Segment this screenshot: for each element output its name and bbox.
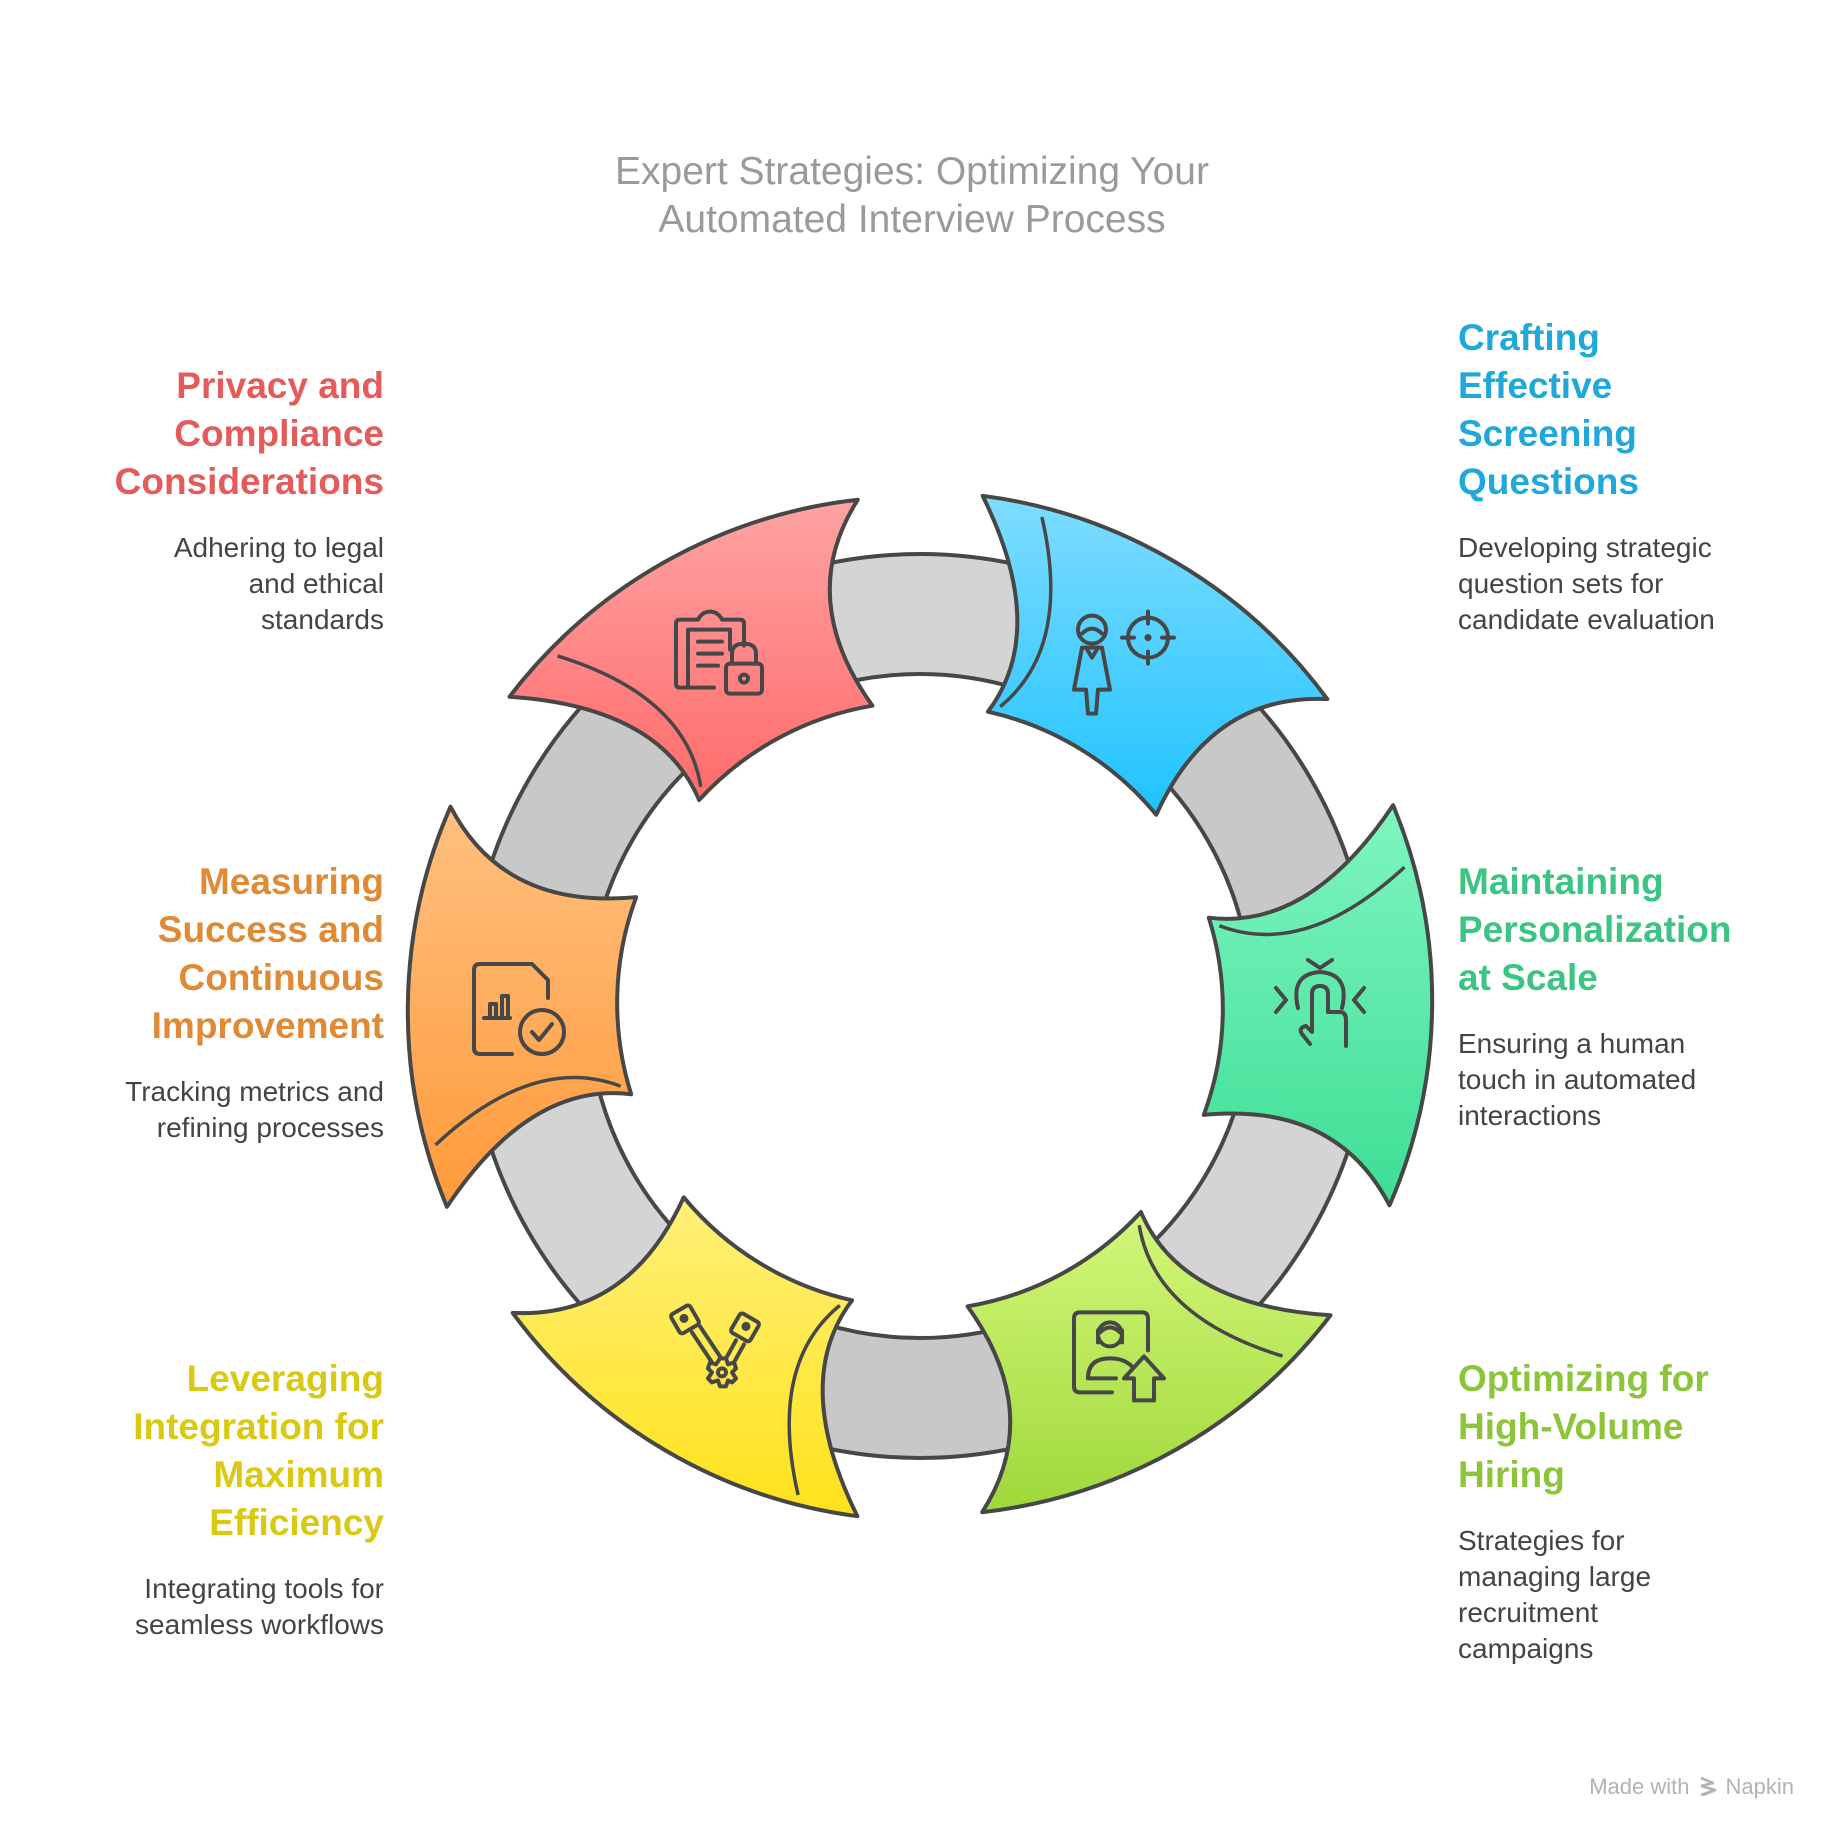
segment-measuring <box>405 804 639 1209</box>
heading-line: Continuous <box>178 957 384 998</box>
segment-fold-line <box>434 1075 622 1147</box>
description-line: Tracking metrics and <box>125 1076 384 1107</box>
segment-personalization <box>1201 803 1435 1208</box>
heading-line: Maximum <box>213 1454 384 1495</box>
heading-line: Success and <box>157 909 384 950</box>
title-line-1: Expert Strategies: Optimizing Your <box>615 150 1209 193</box>
description-line: standards <box>261 604 384 635</box>
segment-integration <box>510 1195 860 1519</box>
heading-line: Considerations <box>114 461 384 502</box>
footer-brand: Napkin <box>1725 1774 1794 1799</box>
description-line: Adhering to legal <box>173 532 384 563</box>
heading-line: at Scale <box>1458 957 1598 998</box>
description-line: interactions <box>1458 1100 1602 1131</box>
segment-fold-line <box>787 1304 841 1496</box>
description-line: and ethical <box>248 568 384 599</box>
heading-line: Compliance <box>174 413 384 454</box>
tap-gesture-icon <box>1274 958 1366 1048</box>
description-personalization: Ensuring a human touch in automated intera… <box>1458 1026 1798 1134</box>
description-high-volume: Strategies for managing large recruitment c… <box>1458 1523 1798 1667</box>
heading-line: Improvement <box>151 1005 384 1046</box>
heading-line: Maintaining <box>1458 861 1664 902</box>
heading-line: Integration for <box>133 1406 384 1447</box>
heading-line: Hiring <box>1458 1454 1565 1495</box>
heading-line: Efficiency <box>209 1502 384 1543</box>
segment-privacy <box>507 497 875 802</box>
segment-fold-line <box>1137 1224 1284 1358</box>
description-line: campaigns <box>1458 1633 1594 1664</box>
report-check-icon <box>472 962 566 1056</box>
description-measuring: Tracking metrics and refining processes <box>44 1074 384 1146</box>
description-integration: Integrating tools for seamless workflows <box>44 1571 384 1643</box>
description-line: Strategies for <box>1458 1525 1625 1556</box>
heading-line: Personalization <box>1458 909 1732 950</box>
footer-watermark: Made with Napkin <box>1589 1774 1794 1800</box>
description-line: recruitment <box>1458 1597 1599 1628</box>
pistons-gear-icon <box>669 1303 761 1389</box>
description-line: seamless workflows <box>135 1609 384 1640</box>
person-target-icon <box>1072 609 1176 716</box>
description-line: managing large <box>1458 1561 1652 1592</box>
description-line: Ensuring a human <box>1458 1028 1686 1059</box>
segment-fold-line <box>999 516 1053 708</box>
segment-fold-line <box>556 654 703 788</box>
description-line: refining processes <box>156 1112 384 1143</box>
diagram-title: Expert Strategies: Optimizing Your Autom… <box>0 148 1824 244</box>
heading-line: Crafting <box>1458 317 1600 358</box>
description-line: touch in automated <box>1458 1064 1697 1095</box>
heading-line: Screening <box>1458 413 1637 454</box>
heading-line: High-Volume <box>1458 1406 1684 1447</box>
profile-upload-icon <box>1072 1310 1166 1403</box>
clipboard-lock-icon <box>674 609 764 696</box>
description-line: candidate evaluation <box>1458 604 1715 635</box>
title-line-2: Automated Interview Process <box>658 198 1166 241</box>
napkin-logo-icon <box>1700 1776 1716 1797</box>
ring-icons <box>472 609 1366 1403</box>
segment-fold-line <box>1218 865 1406 937</box>
heading-line: Questions <box>1458 461 1639 502</box>
description-line: question sets for <box>1458 568 1664 599</box>
description-line: Integrating tools for <box>144 1573 384 1604</box>
heading-line: Privacy and <box>176 365 384 406</box>
heading-line: Measuring <box>198 861 384 902</box>
heading-line: Effective <box>1458 365 1613 406</box>
heading-line: Leveraging <box>186 1358 384 1399</box>
description-line: Developing strategic <box>1458 532 1712 563</box>
description-screening: Developing strategic question sets for can… <box>1458 530 1798 638</box>
footer-made-with: Made with <box>1589 1774 1690 1799</box>
heading-line: Optimizing for <box>1458 1358 1709 1399</box>
description-privacy: Adhering to legal and ethical standards <box>44 530 384 638</box>
